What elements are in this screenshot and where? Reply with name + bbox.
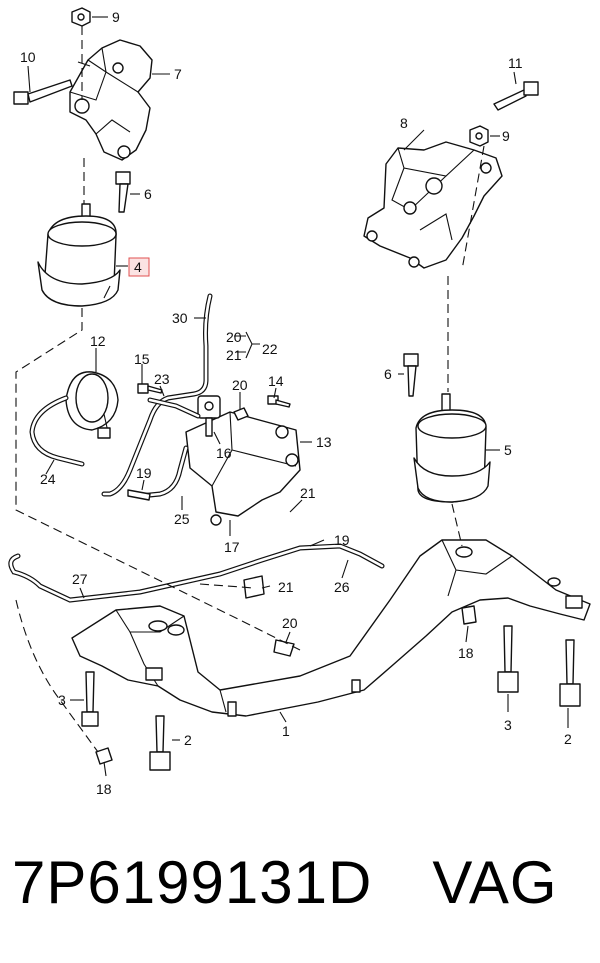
- bolt-15: [137, 383, 163, 394]
- label-13: 13: [316, 434, 332, 450]
- bolt-2-left: [149, 715, 171, 771]
- label-14: 14: [268, 373, 284, 389]
- connector-19-left: [127, 489, 151, 501]
- label-22: 22: [262, 341, 278, 357]
- label-23: 23: [154, 371, 170, 387]
- label-10: 10: [20, 49, 36, 65]
- label-4: 4: [134, 259, 142, 275]
- label-18-right: 18: [458, 645, 474, 661]
- bolt-14: [267, 395, 291, 408]
- label-6-left: 6: [144, 186, 152, 202]
- bolt-6-right: [403, 353, 419, 397]
- part-number-caption: 7P6199131D VAG: [12, 848, 592, 917]
- clip-20-lower: [273, 639, 295, 657]
- engine-bracket-right: [363, 141, 503, 269]
- label-27: 27: [72, 571, 88, 587]
- part-number: 7P6199131D: [12, 849, 373, 916]
- hose-clip-20: [233, 407, 249, 421]
- subframe: [71, 539, 591, 717]
- dashed-guides: [15, 26, 485, 753]
- label-20-low: 20: [282, 615, 298, 631]
- label-30: 30: [172, 310, 188, 326]
- nut-9-left: [71, 7, 91, 27]
- vacuum-line-26-27: [8, 543, 385, 603]
- label-25: 25: [174, 511, 190, 527]
- label-26: 26: [334, 579, 350, 595]
- label-9-right: 9: [502, 128, 510, 144]
- bolt-6-left: [115, 171, 131, 213]
- label-7: 7: [174, 66, 182, 82]
- label-16: 16: [216, 445, 232, 461]
- bolt-3-right: [497, 625, 519, 693]
- engine-bracket-left: [69, 39, 153, 161]
- label-17: 17: [224, 539, 240, 555]
- bolt-10: [13, 79, 73, 105]
- hose-25-23: [137, 397, 201, 499]
- leader-lines: [27, 16, 569, 777]
- label-2-right: 2: [564, 731, 572, 747]
- engine-mount-left: [37, 203, 121, 307]
- label-2-left: 2: [184, 732, 192, 748]
- label-5: 5: [504, 442, 512, 458]
- vacuum-reservoir-12: [65, 371, 119, 439]
- label-1: 1: [282, 723, 290, 739]
- label-11: 11: [508, 55, 523, 71]
- label-24: 24: [40, 471, 56, 487]
- hose-24: [29, 395, 85, 467]
- callout-labels: 9 7 10 6 4 8 9 11 6 5 12 30 20 21 22 15 …: [20, 9, 572, 797]
- bolt-2-right: [559, 639, 581, 707]
- valve-bracket-13: [185, 411, 301, 526]
- hose-30-22: [101, 293, 213, 497]
- label-6-right: 6: [384, 366, 392, 382]
- connector-18-right: [461, 605, 477, 625]
- label-3-left: 3: [58, 692, 66, 708]
- bolt-11: [493, 81, 539, 111]
- label-19-left: 19: [136, 465, 152, 481]
- label-21-top: 21: [226, 347, 242, 363]
- bolt-3-left: [81, 671, 99, 727]
- label-9-left: 9: [112, 9, 120, 25]
- valve-16: [197, 395, 221, 437]
- label-15: 15: [134, 351, 150, 367]
- label-20-top: 20: [226, 329, 242, 345]
- brand-name: VAG: [432, 849, 558, 916]
- label-20-mid: 20: [232, 377, 248, 393]
- label-8: 8: [400, 115, 408, 131]
- label-18-left: 18: [96, 781, 112, 797]
- clip-21-lower: [243, 575, 265, 599]
- label-21-mid: 21: [300, 485, 316, 501]
- engine-mount-right: [413, 393, 491, 503]
- label-19-right: 19: [334, 532, 350, 548]
- label-3-right: 3: [504, 717, 512, 733]
- highlight-box-4: [128, 257, 150, 277]
- nut-9-right: [469, 125, 489, 147]
- connector-18-left: [95, 747, 113, 765]
- label-21-low: 21: [278, 579, 294, 595]
- label-12: 12: [90, 333, 106, 349]
